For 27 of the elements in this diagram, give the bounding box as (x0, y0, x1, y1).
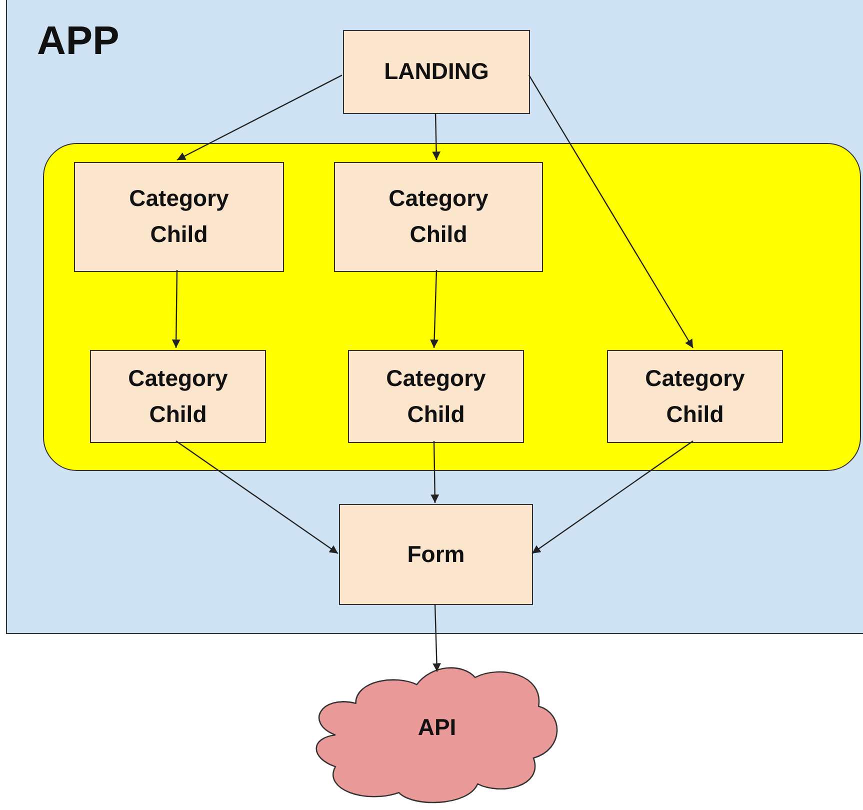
arrow (532, 440, 694, 554)
node-label: Category Child (127, 364, 229, 428)
arrow (430, 440, 440, 504)
process-box (90, 350, 266, 443)
group-container (43, 143, 861, 471)
process-box (74, 162, 284, 272)
arrow (176, 440, 338, 554)
arrow (528, 74, 694, 348)
app-container (6, 0, 863, 634)
arrow (430, 270, 438, 348)
process-box (334, 162, 543, 272)
arrow (432, 604, 441, 672)
node-label: API (418, 713, 456, 742)
node-label: Category Child (644, 364, 746, 428)
node-label: Category Child (388, 184, 490, 249)
container-title: APP (37, 19, 120, 64)
process-box (607, 350, 783, 443)
node-label: Form (407, 540, 465, 569)
arrow (172, 270, 180, 348)
process-box (348, 350, 524, 443)
node-label: LANDING (384, 57, 489, 86)
process-box (339, 504, 533, 605)
arrow (432, 112, 441, 160)
node-label: Category Child (385, 364, 487, 428)
node-label: Category Child (128, 184, 230, 249)
arrow (176, 74, 342, 161)
process-box (343, 30, 530, 114)
